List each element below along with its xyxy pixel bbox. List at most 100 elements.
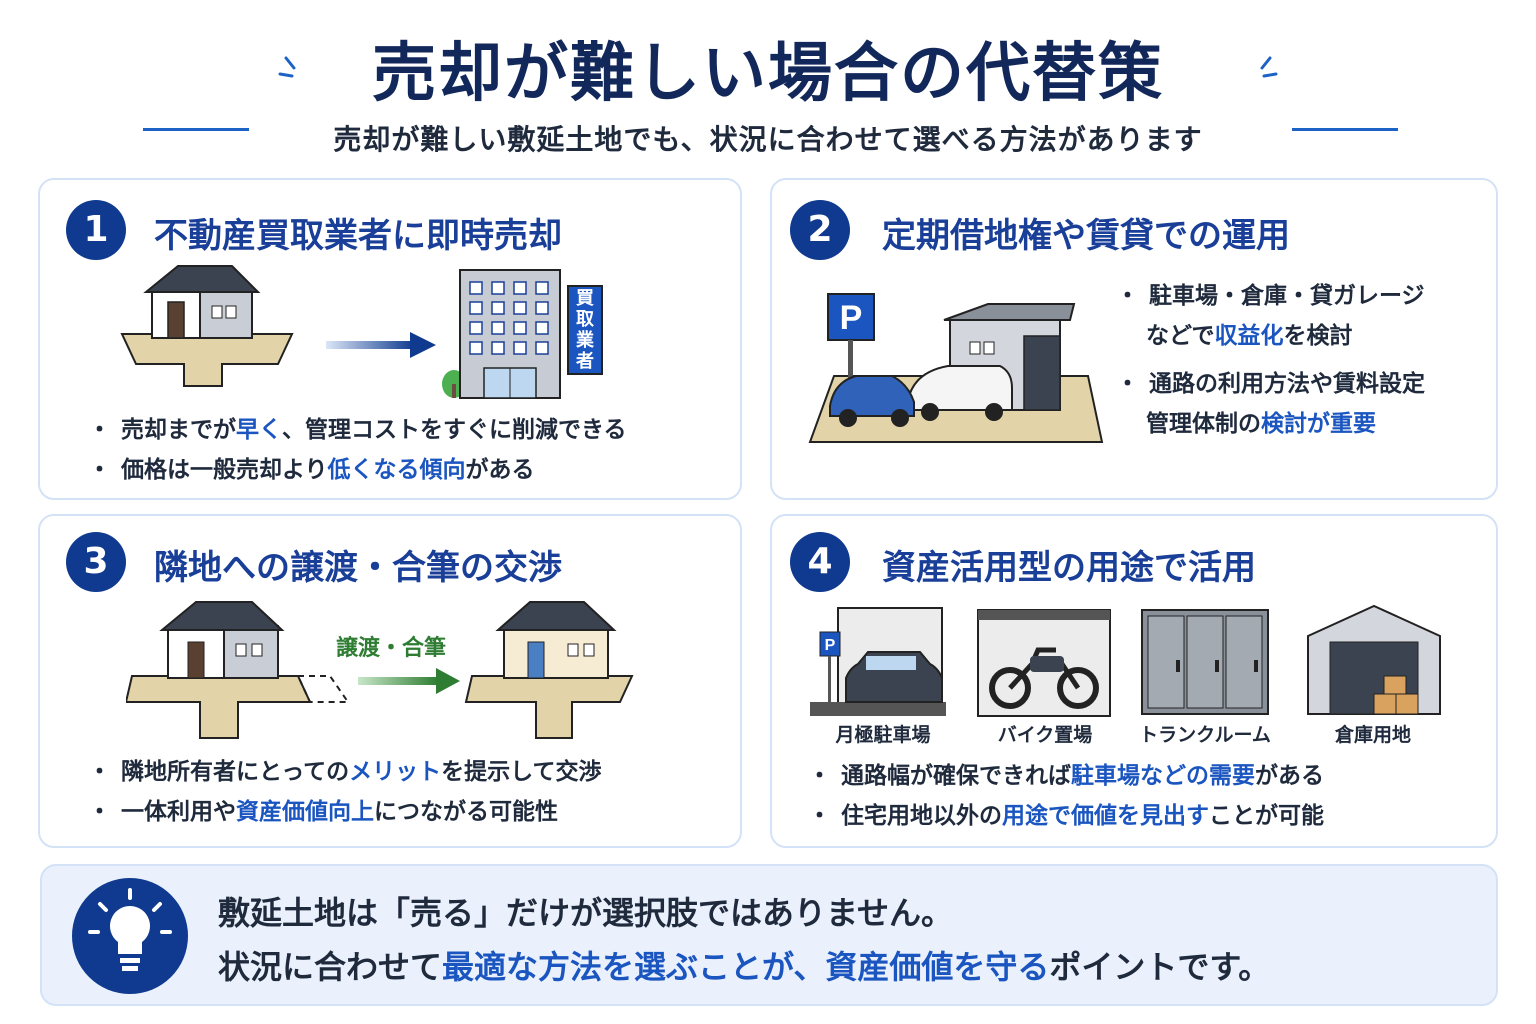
list-item: ・価格は一般売却より低くなる傾向がある bbox=[88, 457, 535, 483]
van-icon bbox=[907, 365, 1013, 411]
svg-text:P: P bbox=[825, 637, 836, 654]
lightbulb-icon bbox=[72, 878, 188, 994]
bullet-text: がある bbox=[465, 457, 535, 483]
bullet-text: 管理体制の bbox=[1146, 411, 1261, 437]
use-caption: バイク置場 bbox=[997, 724, 1093, 746]
building-window bbox=[491, 341, 505, 355]
summary-line-2: 状況に合わせて最適な方法を選ぶことが、資産価値を守るポイントです。 bbox=[218, 942, 1270, 988]
list-item: などで収益化を検討 bbox=[1116, 316, 1425, 356]
card-asset-use: 4 資産活用型の用途で活用 P 月極駐車場 バイク置場 トランクルーム 倉庫用地 bbox=[770, 514, 1498, 848]
list-item: ・一体利用や資産価値向上につながる可能性 bbox=[88, 799, 558, 825]
parking-sign-icon: P bbox=[840, 299, 863, 337]
list-item: ・隣地所有者にとってのメリットを提示して交渉 bbox=[88, 759, 602, 785]
bullet-text: を検討 bbox=[1283, 323, 1353, 349]
bullet-text: ことが可能 bbox=[1209, 803, 1324, 829]
subtitle-line-left bbox=[143, 128, 249, 131]
house-icon bbox=[120, 265, 294, 387]
page-subtitle: 売却が難しい敷延土地でも、状況に合わせて選べる方法があります bbox=[333, 123, 1203, 156]
house-icon bbox=[464, 601, 634, 739]
left-sparkle-icon bbox=[278, 56, 296, 78]
card-bullets: ・駐車場・倉庫・貸ガレージ などで収益化を検討 ・通路の利用方法や賃料設定 管理… bbox=[1116, 276, 1425, 444]
bullet-highlight: 収益化 bbox=[1214, 323, 1284, 349]
summary-box: 敷延土地は「売る」だけが選択肢ではありません。 状況に合わせて最適な方法を選ぶこ… bbox=[40, 864, 1498, 1006]
building-window bbox=[535, 321, 549, 335]
storage-locker-icon bbox=[1141, 609, 1269, 715]
bullet-text: 一体利用や bbox=[121, 799, 236, 825]
summary-line-1: 敷延土地は「売る」だけが選択肢ではありません。 bbox=[218, 894, 954, 932]
building-window bbox=[513, 341, 527, 355]
building-window bbox=[513, 321, 527, 335]
use-caption: トランクルーム bbox=[1139, 724, 1271, 746]
list-item: ・駐車場・倉庫・貸ガレージ bbox=[1116, 283, 1425, 309]
right-sparkle-icon bbox=[1260, 56, 1278, 78]
card-number: 3 bbox=[66, 532, 126, 592]
arrow-right-icon bbox=[326, 332, 436, 358]
building-sign: 買 取 業 者 bbox=[568, 288, 602, 372]
card-number: 4 bbox=[790, 532, 850, 592]
list-item: ・通路幅が確保できれば駐車場などの需要がある bbox=[808, 763, 1324, 789]
building-window bbox=[491, 301, 505, 315]
bullet-highlight: 早く bbox=[236, 417, 282, 443]
sign-char: 取 bbox=[576, 309, 594, 330]
motorcycle-icon bbox=[977, 609, 1111, 717]
bullet-highlight: 低くなる傾向 bbox=[327, 457, 466, 483]
card-number: 1 bbox=[66, 200, 126, 260]
bullet-text: 隣地所有者にとっての bbox=[121, 759, 350, 785]
sign-char: 買 bbox=[576, 288, 594, 309]
building-window bbox=[469, 341, 483, 355]
parking-space-icon: P bbox=[810, 607, 946, 716]
building-window bbox=[491, 321, 505, 335]
warehouse-icon bbox=[1307, 604, 1441, 715]
list-item: 管理体制の検討が重要 bbox=[1116, 404, 1425, 444]
building-window bbox=[491, 281, 505, 295]
card-bullets: ・通路幅が確保できれば駐車場などの需要がある ・住宅用地以外の用途で価値を見出す… bbox=[808, 756, 1324, 836]
card-title: 不動産買取業者に即時売却 bbox=[154, 216, 562, 256]
use-caption: 倉庫用地 bbox=[1334, 724, 1411, 746]
building-window bbox=[513, 281, 527, 295]
card-title: 定期借地権や賃貸での運用 bbox=[882, 216, 1290, 256]
building-window bbox=[535, 301, 549, 315]
arrow-right-icon bbox=[358, 668, 460, 694]
bullet-highlight: 資産価値向上 bbox=[236, 799, 374, 825]
bullet-text: がある bbox=[1255, 763, 1324, 789]
house-icon bbox=[126, 601, 350, 739]
use-caption: 月極駐車場 bbox=[835, 724, 931, 746]
card-bullets: ・隣地所有者にとってのメリットを提示して交渉 ・一体利用や資産価値向上につながる… bbox=[88, 752, 601, 832]
car-icon bbox=[829, 375, 915, 417]
sign-char: 者 bbox=[576, 351, 594, 372]
summary-text: 状況に合わせて bbox=[218, 948, 443, 986]
building-window bbox=[469, 321, 483, 335]
building-window bbox=[535, 341, 549, 355]
office-building-icon bbox=[442, 269, 603, 399]
bullet-highlight: 駐車場などの需要 bbox=[1071, 763, 1255, 789]
card-neighbor-transfer: 3 隣地への譲渡・合筆の交渉 譲渡・合筆 ・隣地所有者にとってのメリットを提示し… bbox=[38, 514, 742, 848]
summary-text: ポイントです。 bbox=[1049, 948, 1271, 986]
parking-lot-illustration: P bbox=[808, 293, 1104, 443]
bullet-text: 通路の利用方法や賃料設定 bbox=[1149, 371, 1425, 397]
page-title: 売却が難しい場合の代替策 bbox=[372, 37, 1164, 111]
subtitle-line-right bbox=[1292, 128, 1398, 131]
card-title: 資産活用型の用途で活用 bbox=[882, 548, 1256, 588]
card-title: 隣地への譲渡・合筆の交渉 bbox=[154, 548, 562, 588]
bullet-text: を提示して交渉 bbox=[441, 759, 602, 785]
sign-char: 業 bbox=[576, 330, 594, 351]
bullet-text: 価格は一般売却より bbox=[121, 457, 328, 483]
list-item: ・通路の利用方法や賃料設定 bbox=[1116, 371, 1425, 397]
card-land-lease: 2 定期借地権や賃貸での運用 P ・駐車場・倉庫・貸ガレージ などで収益化を検討… bbox=[770, 178, 1498, 500]
bullet-highlight: メリット bbox=[349, 759, 442, 785]
transfer-arrow-label: 譲渡・合筆 bbox=[336, 636, 447, 661]
building-window bbox=[469, 281, 483, 295]
bullet-text: 通路幅が確保できれば bbox=[841, 763, 1071, 789]
card-bullets: ・売却までが早く、管理コストをすぐに削減できる ・価格は一般売却より低くなる傾向… bbox=[88, 410, 627, 490]
building-window bbox=[535, 281, 549, 295]
bullet-text: 駐車場・倉庫・貸ガレージ bbox=[1149, 283, 1425, 309]
bullet-text: 売却までが bbox=[121, 417, 236, 443]
bullet-text: につながる可能性 bbox=[374, 799, 558, 825]
card-number: 2 bbox=[790, 200, 850, 260]
card-immediate-sale: 1 不動産買取業者に即時売却 買 取 業 者 ・売却までが早く、管理コストをすぐ… bbox=[38, 178, 742, 500]
building-window bbox=[469, 301, 483, 315]
building-window bbox=[513, 301, 527, 315]
list-item: ・売却までが早く、管理コストをすぐに削減できる bbox=[88, 417, 627, 443]
bullet-highlight: 検討が重要 bbox=[1261, 411, 1376, 437]
bullet-text: 住宅用地以外の bbox=[841, 803, 1002, 829]
